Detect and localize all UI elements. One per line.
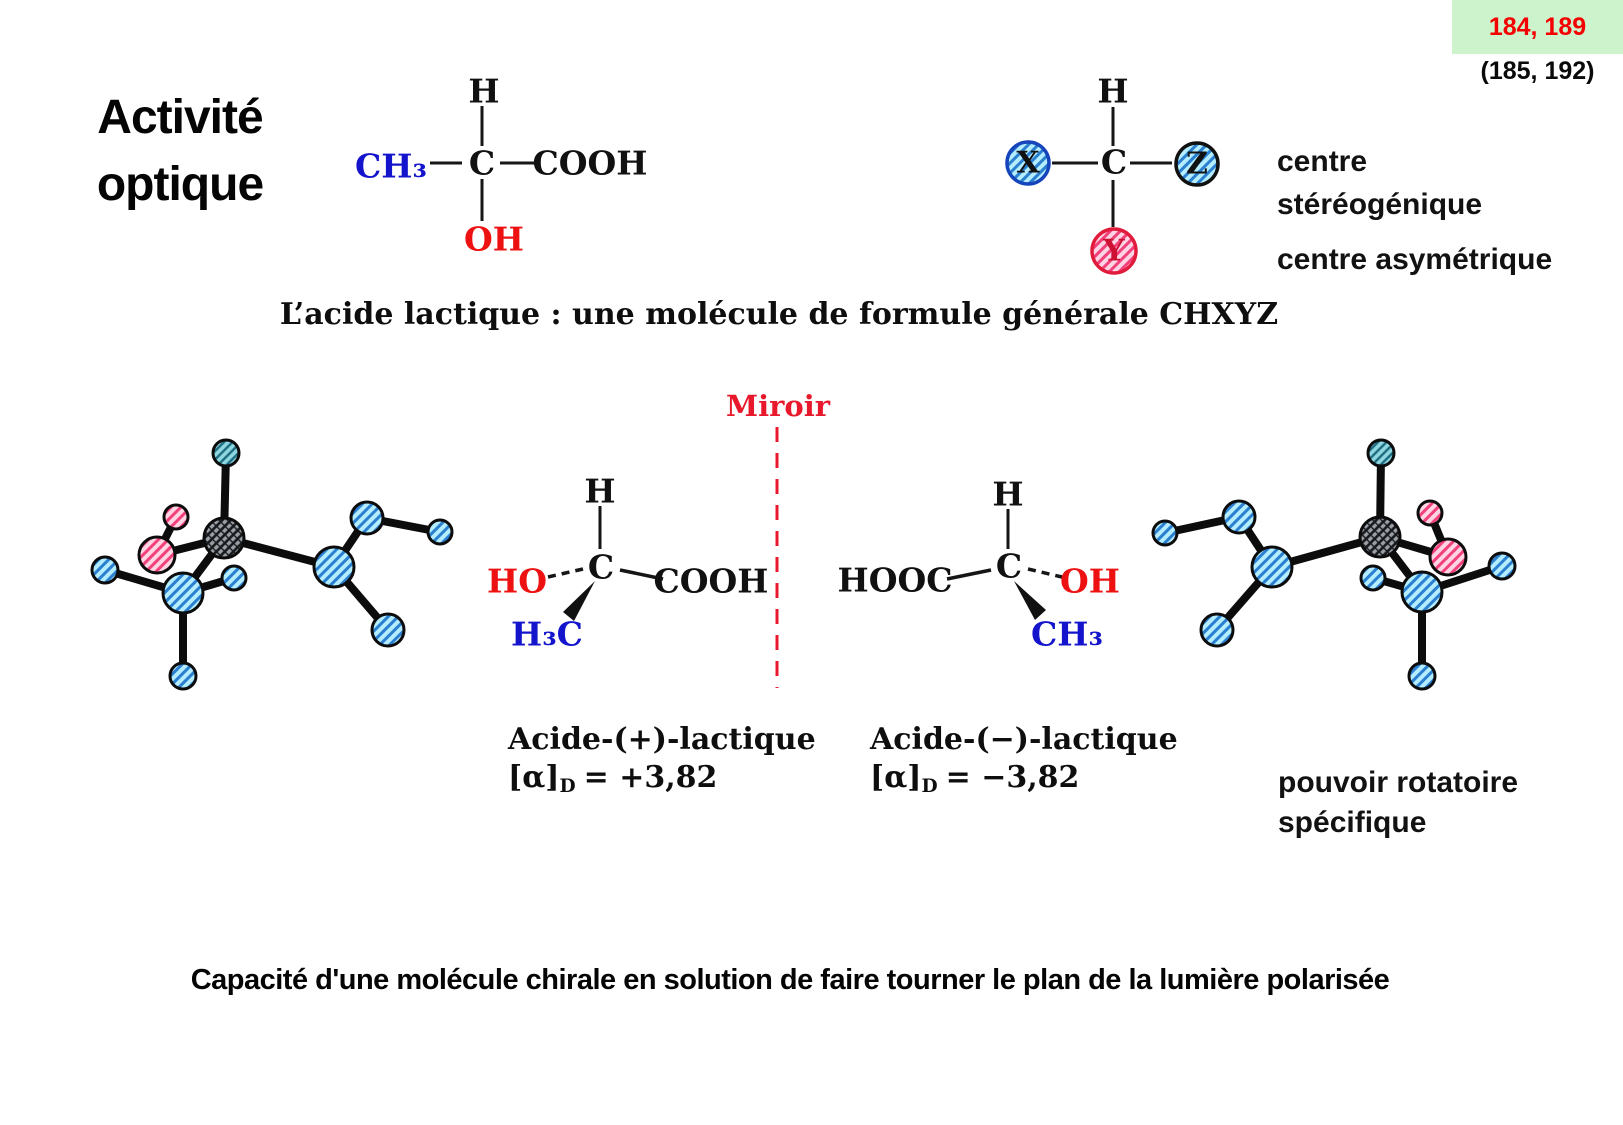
mirror-label: Miroir: [725, 389, 831, 423]
note-centre-asymetrique: centre asymétrique: [1277, 243, 1553, 276]
left-h3c: H₃C: [511, 614, 583, 654]
note-stereogenique: stéréogénique: [1277, 188, 1483, 221]
ball-carbon-central: [1358, 515, 1402, 559]
lactic-formula-bonds: [430, 106, 537, 221]
general-c: C: [1100, 142, 1128, 182]
right-h: H: [992, 474, 1024, 514]
general-h: H: [1097, 71, 1129, 111]
ball-oxygen: [349, 500, 385, 536]
left-rotation: [α]D = +3,82: [508, 760, 717, 797]
z-circle: [1174, 141, 1220, 187]
alpha-symbol: [α]: [870, 760, 922, 795]
left-enantiomer-bonds: [547, 506, 664, 621]
lactic-caption: L’acide lactique : une molécule de formu…: [279, 297, 1279, 332]
ball-hydrogen: [1151, 519, 1179, 547]
ball-hydroxyl-h: [162, 503, 190, 531]
ball-oxygen: [1221, 499, 1257, 535]
formula-c: C: [468, 143, 496, 183]
wedge-bond: [1014, 581, 1046, 620]
y-circle: [1090, 227, 1138, 275]
formula-oh: OH: [464, 219, 524, 259]
formula-ch3: CH₃: [355, 146, 427, 186]
note-pouvoir-line2: spécifique: [1278, 806, 1427, 839]
ball-carbon-carboxyl: [312, 545, 356, 589]
ball-hydroxyl-h: [1416, 499, 1444, 527]
page-ref-secondary: (185, 192): [1480, 57, 1595, 85]
ball-hydrogen: [426, 518, 454, 546]
formula-cooh: COOH: [532, 143, 648, 183]
right-enantiomer-name: Acide-(−)-lactique: [870, 722, 1178, 757]
left-c: C: [587, 547, 615, 587]
ball-hydrogen: [211, 438, 241, 468]
right-oh: OH: [1060, 561, 1120, 601]
ball-hydrogen: [1359, 564, 1387, 592]
formula-h: H: [468, 71, 500, 111]
ball-model-right: [1151, 438, 1517, 691]
alpha-value: = −3,82: [945, 760, 1080, 795]
ball-hydrogen: [1487, 551, 1517, 581]
ball-carbon-methyl: [161, 571, 205, 615]
ball-carbon-methyl: [1400, 570, 1444, 614]
general-z: Z: [1186, 146, 1208, 182]
alpha-value: = +3,82: [583, 760, 718, 795]
alpha-sub: D: [921, 776, 938, 798]
bottom-caption: Capacité d'une molécule chirale en solut…: [190, 964, 1390, 996]
note-centre: centre: [1277, 145, 1368, 178]
ball-carbon-central: [202, 516, 246, 560]
ball-oxygen: [370, 612, 406, 648]
x-circle: [1005, 140, 1051, 186]
ball-hydrogen: [220, 564, 248, 592]
ball-oxygen: [1428, 537, 1468, 577]
ball-hydrogen: [1366, 438, 1396, 468]
left-ho: HO: [487, 561, 547, 601]
title-line1: Activité: [97, 91, 263, 144]
left-h: H: [584, 471, 616, 511]
wedge-bond: [563, 581, 595, 621]
right-enantiomer-bonds: [946, 509, 1063, 620]
ball-oxygen: [1199, 612, 1235, 648]
title-line2: optique: [96, 158, 264, 211]
left-enantiomer-name: Acide-(+)-lactique: [508, 722, 816, 757]
page-ref-primary: 184, 189: [1488, 12, 1587, 41]
right-ch3: CH₃: [1031, 614, 1103, 654]
ball-carbon-carboxyl: [1250, 545, 1294, 589]
note-pouvoir-line1: pouvoir rotatoire: [1278, 766, 1519, 799]
ball-oxygen: [137, 535, 177, 575]
alpha-sub: D: [559, 776, 576, 798]
general-y: Y: [1103, 233, 1125, 269]
page-title: Activité optique: [62, 84, 298, 218]
ball-hydrogen: [90, 555, 120, 585]
general-x: X: [1016, 145, 1040, 181]
ball-hydrogen: [1407, 661, 1437, 691]
right-hooc: HOOC: [837, 560, 953, 600]
ball-model-left: [90, 438, 454, 691]
ball-hydrogen: [168, 661, 198, 691]
right-rotation: [α]D = −3,82: [870, 760, 1079, 797]
left-cooh: COOH: [653, 561, 769, 601]
alpha-symbol: [α]: [508, 760, 560, 795]
page-ref-box: 184, 189: [1452, 0, 1623, 54]
right-c: C: [995, 546, 1023, 586]
chxyz-bonds: [1052, 107, 1172, 227]
